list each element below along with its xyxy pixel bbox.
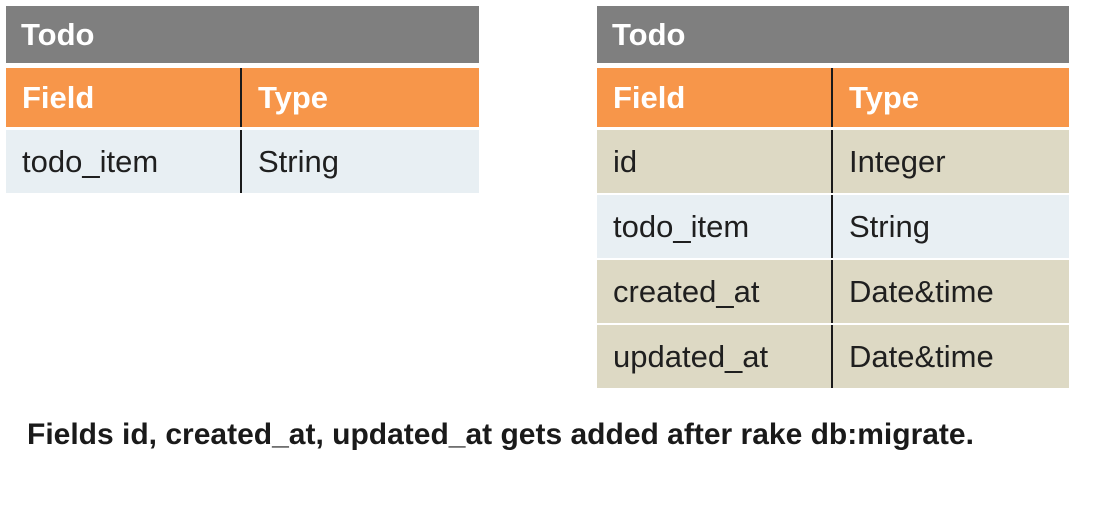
table-row: todo_item String [597, 195, 1069, 260]
type-cell: String [258, 143, 339, 179]
field-cell: id [597, 130, 833, 193]
field-cell: todo_item [6, 130, 242, 193]
type-cell: Date&time [849, 273, 994, 309]
field-cell: todo_item [597, 195, 833, 258]
table-header-row: Field Type [6, 68, 479, 130]
right-todo-table: Todo Field Type id Integer todo_item Str… [597, 6, 1069, 390]
table-row: id Integer [597, 130, 1069, 195]
type-cell: String [849, 208, 930, 244]
table-title: Todo [597, 6, 1069, 63]
left-todo-table: Todo Field Type todo_item String [6, 6, 479, 195]
table-row: created_at Date&time [597, 260, 1069, 325]
migration-caption: Fields id, created_at, updated_at gets a… [27, 418, 974, 451]
header-field: Field [6, 68, 242, 127]
table-header-row: Field Type [597, 68, 1069, 130]
header-field: Field [597, 68, 833, 127]
type-cell: Date&time [849, 338, 994, 374]
table-row: updated_at Date&time [597, 325, 1069, 390]
field-cell: updated_at [597, 325, 833, 388]
header-type: Type [258, 79, 329, 115]
type-cell: Integer [849, 143, 946, 179]
table-row: todo_item String [6, 130, 479, 195]
table-title: Todo [6, 6, 479, 63]
field-cell: created_at [597, 260, 833, 323]
header-type: Type [849, 79, 920, 115]
